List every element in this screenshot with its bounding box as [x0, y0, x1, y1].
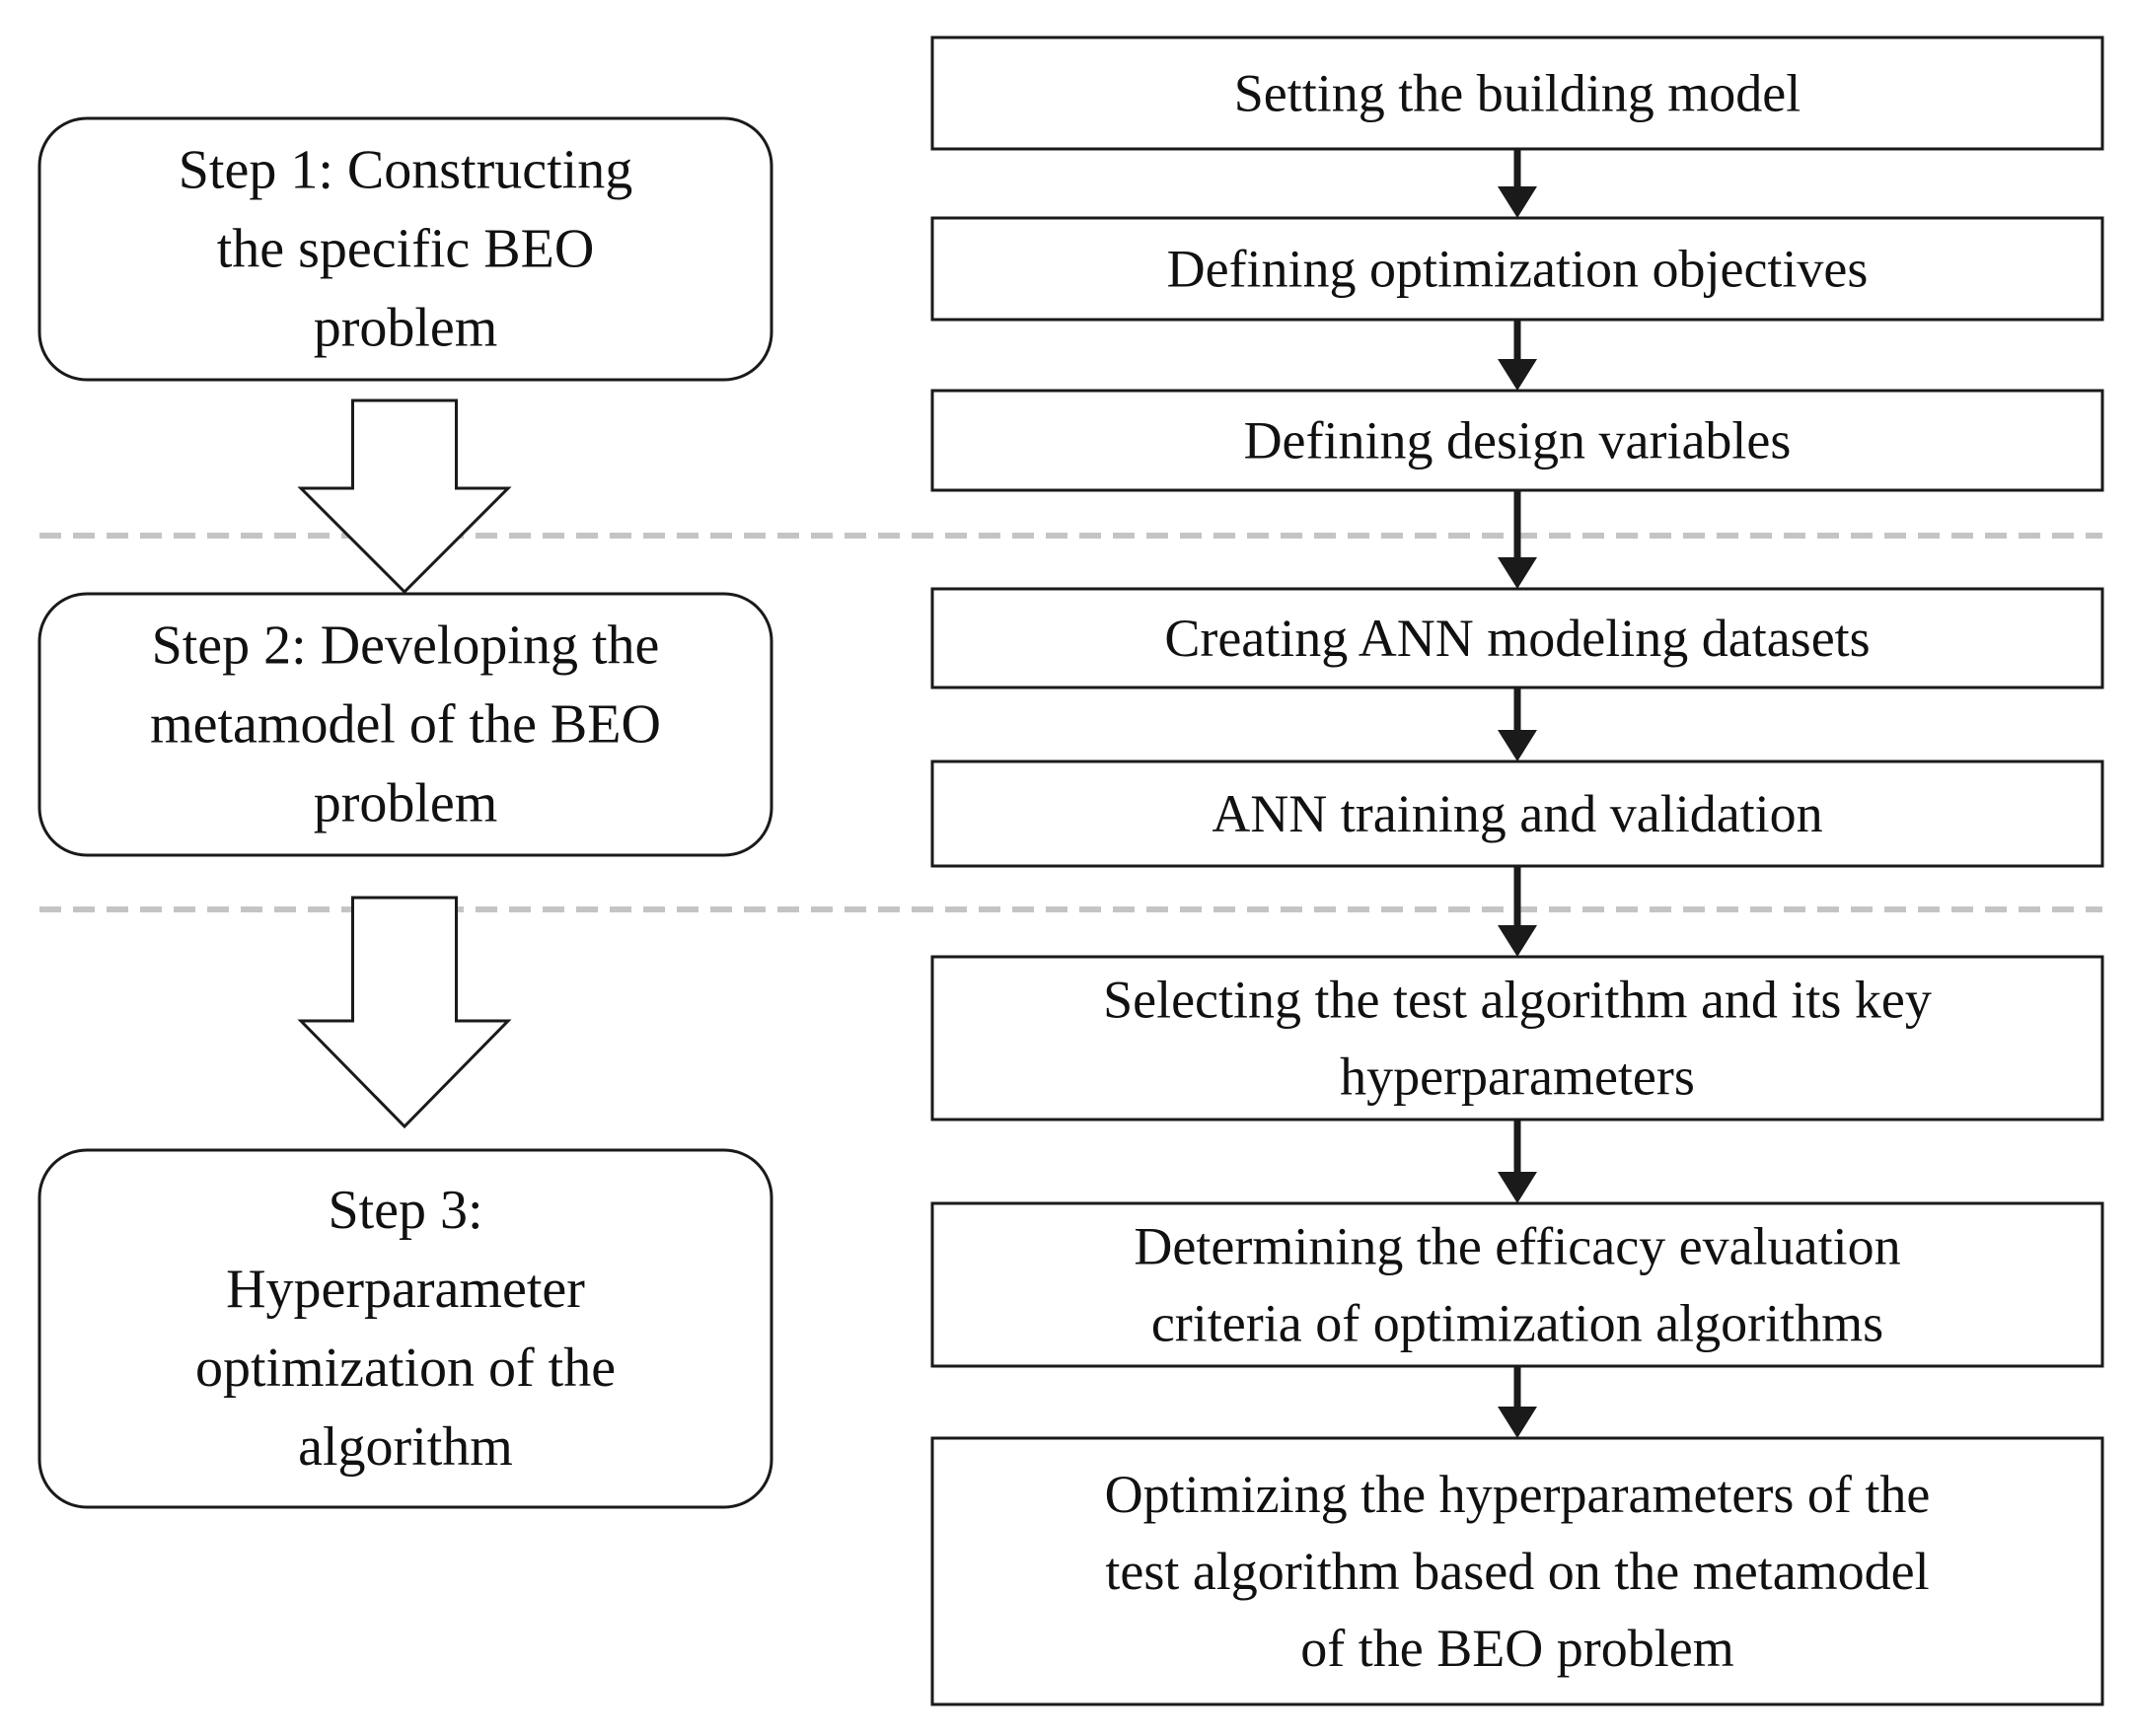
- step-2-label-line-1: Step 2: Developing the: [152, 615, 660, 677]
- selecting-test-algorithm-frame: [930, 955, 2104, 1121]
- setting-building-model-frame: [930, 36, 2104, 151]
- defining-design-variables-box: Defining design variables: [930, 389, 2104, 492]
- step-1-label-line-1: Step 1: Constructing: [179, 140, 632, 201]
- setting-building-model-label-line-1: Setting the building model: [1234, 64, 1801, 123]
- optimizing-hyperparameters-frame: [930, 1436, 2104, 1706]
- step-3-box: Step 3: Hyperparameter optimization of the…: [37, 1148, 773, 1509]
- defining-optimization-objectives-label-line-1: Defining optimization objectives: [1167, 240, 1869, 299]
- transition-arrow-step-2-to-step-3: [297, 896, 512, 1129]
- steps-column: Step 1: Constructing the specific BEO prob…: [37, 116, 773, 1509]
- step-3-frame: [37, 1148, 773, 1509]
- optimizing-hyperparameters-label-line-1: Optimizing the hyperparameters of the: [1105, 1465, 1931, 1524]
- arrowhead-creating-ann-datasets: [1498, 557, 1537, 589]
- step-2-frame: [37, 592, 773, 857]
- arrowhead-optimizing-hyperparameters: [1498, 1407, 1537, 1438]
- arrowhead-ann-training-validation: [1498, 730, 1537, 761]
- step-1-label-line-2: the specific BEO: [217, 219, 595, 280]
- determining-efficacy-criteria-box: Determining the efficacy evaluation crite…: [930, 1201, 2104, 1368]
- step-2-label-line-2: metamodel of the BEO: [150, 694, 661, 756]
- defining-design-variables-frame: [930, 389, 2104, 492]
- ann-training-validation-box: ANN training and validation: [930, 760, 2104, 868]
- arrowhead-selecting-test-algorithm: [1498, 925, 1537, 957]
- ann-training-validation-label-line-1: ANN training and validation: [1212, 784, 1822, 843]
- step-2-box: Step 2: Developing the metamodel of the B…: [37, 592, 773, 857]
- determining-efficacy-criteria-label-line-2: criteria of optimization algorithms: [1151, 1294, 1883, 1353]
- optimizing-hyperparameters-label-line-3: of the BEO problem: [1300, 1619, 1733, 1678]
- defining-design-variables-label-line-1: Defining design variables: [1244, 411, 1792, 470]
- creating-ann-datasets-box: Creating ANN modeling datasets: [930, 587, 2104, 689]
- defining-optimization-objectives-box: Defining optimization objectives: [930, 216, 2104, 322]
- transition-arrow-step-1-to-step-2: [297, 398, 512, 595]
- arrowhead-determining-efficacy-criteria: [1498, 1172, 1537, 1203]
- creating-ann-datasets-frame: [930, 587, 2104, 689]
- step-2-label-line-3: problem: [314, 773, 498, 834]
- arrowhead-defining-optimization-objectives: [1498, 186, 1537, 218]
- determining-efficacy-criteria-label-line-1: Determining the efficacy evaluation: [1134, 1217, 1900, 1276]
- step-1-label-line-3: problem: [314, 298, 498, 359]
- optimizing-hyperparameters-label-line-2: test algorithm based on the metamodel: [1105, 1542, 1929, 1601]
- creating-ann-datasets-label-line-1: Creating ANN modeling datasets: [1164, 609, 1870, 668]
- selecting-test-algorithm-box: Selecting the test algorithm and its key…: [930, 955, 2104, 1121]
- step-3-label-line-1: Step 3:: [328, 1180, 482, 1241]
- step-3-label-line-4: algorithm: [298, 1416, 513, 1478]
- step-1-frame: [37, 116, 773, 382]
- arrowhead-defining-design-variables: [1498, 359, 1537, 391]
- optimizing-hyperparameters-box: Optimizing the hyperparameters of the tes…: [930, 1436, 2104, 1706]
- selecting-test-algorithm-label-line-1: Selecting the test algorithm and its key: [1103, 971, 1932, 1030]
- defining-optimization-objectives-frame: [930, 216, 2104, 322]
- step-1-box: Step 1: Constructing the specific BEO prob…: [37, 116, 773, 382]
- step-3-label-line-3: optimization of the: [195, 1338, 616, 1399]
- ann-training-validation-frame: [930, 760, 2104, 868]
- selecting-test-algorithm-label-line-2: hyperparameters: [1340, 1048, 1695, 1107]
- step-3-label-line-2: Hyperparameter: [226, 1259, 585, 1320]
- determining-efficacy-criteria-frame: [930, 1201, 2104, 1368]
- setting-building-model-box: Setting the building model: [930, 36, 2104, 151]
- connector-layer: [297, 149, 1537, 1438]
